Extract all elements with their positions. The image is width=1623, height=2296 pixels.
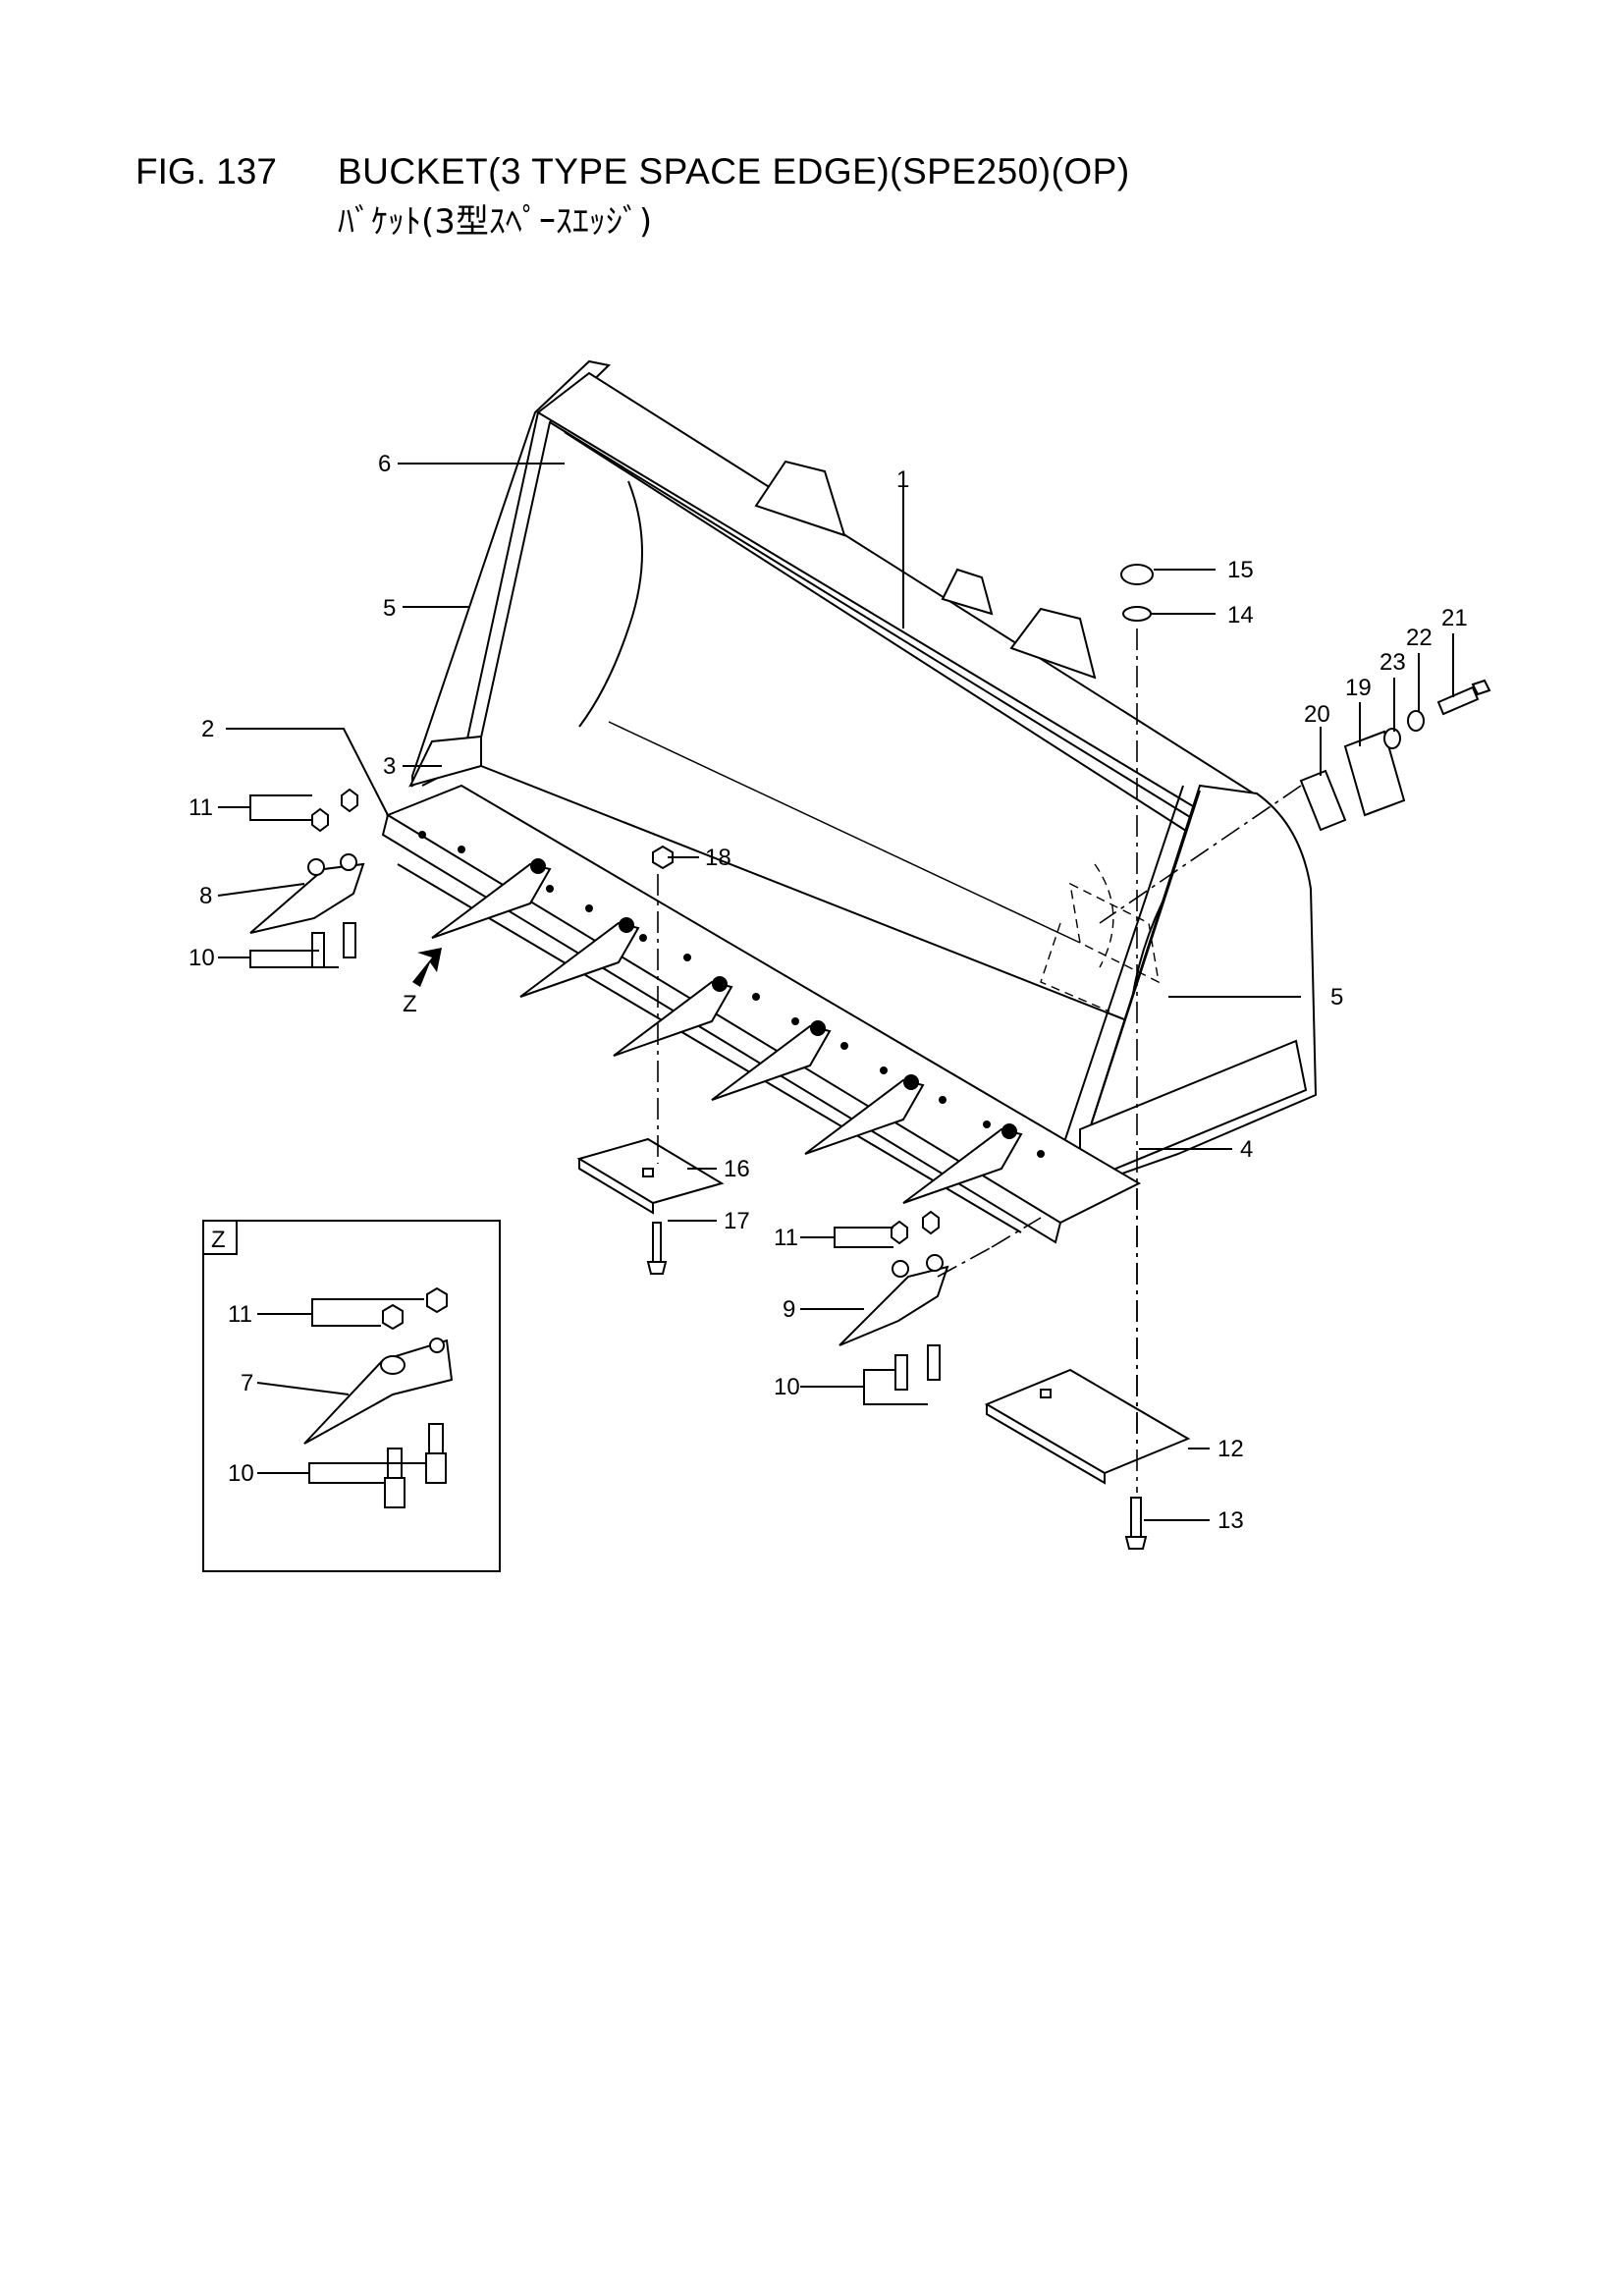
nut-18 bbox=[652, 845, 674, 870]
callout-5-left: 5 bbox=[383, 595, 396, 622]
inset-tag: Z bbox=[211, 1227, 226, 1253]
callout-14: 14 bbox=[1227, 602, 1254, 629]
callout-18: 18 bbox=[705, 845, 731, 871]
callout-5-right: 5 bbox=[1330, 984, 1343, 1011]
tooth-part-8 bbox=[249, 788, 365, 968]
nut-15-washer-14 bbox=[1120, 564, 1154, 622]
callout-22: 22 bbox=[1406, 625, 1433, 651]
callout-1: 1 bbox=[896, 466, 909, 493]
inset-callout-11: 11 bbox=[228, 1301, 252, 1328]
alignment-lines bbox=[657, 629, 1302, 1493]
bucket-teeth bbox=[431, 858, 1023, 1204]
figure-subtitle: ﾊﾞｹｯﾄ(3型ｽﾍﾟｰｽｴｯｼﾞ) bbox=[338, 202, 653, 242]
callout-16: 16 bbox=[724, 1156, 750, 1182]
callout-13: 13 bbox=[1217, 1507, 1244, 1534]
callout-17: 17 bbox=[724, 1208, 750, 1234]
wear-plate-16 bbox=[576, 1137, 725, 1275]
callout-15: 15 bbox=[1227, 557, 1254, 583]
figure-number: FIG. 137 bbox=[135, 151, 277, 191]
figure-title: BUCKET(3 TYPE SPACE EDGE)(SPE250)(OP) bbox=[338, 151, 1130, 191]
view-arrow-z bbox=[412, 948, 442, 987]
callout-3: 3 bbox=[383, 753, 396, 780]
callout-11-right: 11 bbox=[774, 1225, 798, 1251]
leader-lines bbox=[217, 463, 1454, 1521]
wear-plate-12 bbox=[984, 1368, 1191, 1550]
callout-8: 8 bbox=[199, 883, 212, 909]
callout-19: 19 bbox=[1345, 675, 1372, 701]
callout-20: 20 bbox=[1304, 701, 1330, 728]
callout-2: 2 bbox=[201, 716, 214, 742]
base-edge bbox=[381, 784, 1142, 1244]
callout-10-left: 10 bbox=[189, 945, 215, 971]
callout-labels: 6 5 2 3 11 8 10 1 15 14 18 5 4 16 17 11 … bbox=[189, 451, 1468, 1534]
callout-12: 12 bbox=[1217, 1436, 1244, 1462]
callout-9: 9 bbox=[783, 1296, 795, 1323]
bucket-body bbox=[408, 359, 1318, 1190]
tooth-part-9 bbox=[839, 1210, 949, 1391]
callout-10-right: 10 bbox=[774, 1374, 800, 1400]
inset-callout-7: 7 bbox=[241, 1370, 253, 1396]
inset-detail-z: Z 11 7 10 bbox=[202, 1220, 501, 1572]
callout-11-left: 11 bbox=[189, 794, 213, 821]
view-arrow-label: Z bbox=[403, 991, 417, 1017]
callout-4: 4 bbox=[1240, 1136, 1253, 1163]
inset-callout-10: 10 bbox=[228, 1460, 254, 1487]
callout-6: 6 bbox=[378, 451, 391, 477]
side-hardware bbox=[1299, 679, 1491, 832]
callout-23: 23 bbox=[1380, 649, 1406, 676]
callout-21: 21 bbox=[1441, 605, 1468, 631]
